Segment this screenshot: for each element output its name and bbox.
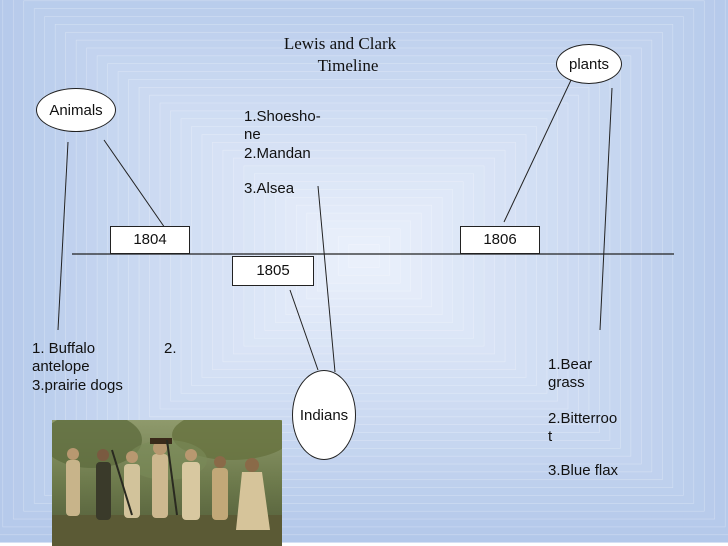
- animals-oval: Animals: [36, 88, 116, 132]
- expedition-painting: [52, 420, 282, 546]
- plants-list-2: 2.Bitterroo t: [548, 410, 618, 446]
- year-1806-box: 1806: [460, 226, 540, 254]
- connector-animals-list: [57, 141, 69, 331]
- connector-animals-1804: [103, 139, 166, 229]
- animals-list-2: 2.: [164, 340, 177, 357]
- title-line-2: Timeline: [317, 56, 379, 75]
- indians-oval: Indians: [292, 370, 356, 460]
- indians-list-1: 1.Shoesho- ne 2.Mandan: [244, 108, 321, 162]
- year-1804-box: 1804: [110, 226, 190, 254]
- year-1805-box: 1805: [232, 256, 314, 286]
- plants-oval: plants: [556, 44, 622, 84]
- plants-list-3: 3.Blue flax: [548, 462, 619, 479]
- connector-indians-list: [317, 185, 336, 373]
- animals-list-1: 1. Buffalo antelope 3.prairie dogs: [32, 340, 123, 394]
- connector-plants-1806: [503, 77, 573, 223]
- indians-list-2: 3.Alsea: [244, 180, 295, 197]
- plants-list-1: 1.Bear grass: [548, 356, 593, 392]
- title-line-1: Lewis and Clark: [283, 34, 397, 53]
- connector-plants-list: [599, 87, 613, 331]
- connector-indians-1805: [289, 289, 319, 371]
